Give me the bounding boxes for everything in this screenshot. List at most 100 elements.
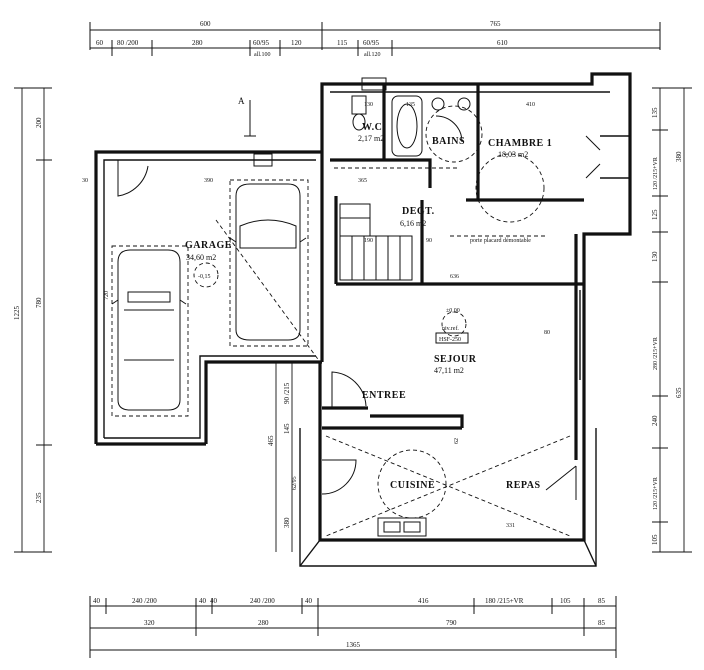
top-dim-765: 765 <box>490 20 501 28</box>
sink-icon-2 <box>457 97 471 111</box>
bottom-dim-180-215vr: 180 /215+VR <box>485 597 524 605</box>
degt-area: 6,16 m2 <box>400 219 426 228</box>
left-dim-145: 145 <box>283 423 291 434</box>
left-dim-380: 380 <box>283 517 291 528</box>
section-mark-label: A <box>238 96 245 106</box>
int-dim-410: 410 <box>526 102 535 108</box>
int-dim-365: 365 <box>358 178 367 184</box>
bottom-dimension-lines: 40 240 /200 40 40 240 /200 40 416 180 /2… <box>89 596 617 658</box>
left-dim-62-95: 62/95 <box>292 476 298 490</box>
chambre-area: 18,03 m2 <box>498 150 528 159</box>
bottom-dim-85b: 85 <box>598 619 606 627</box>
sanitary-fixtures <box>351 95 471 537</box>
top-dim-60: 60 <box>96 39 104 47</box>
right-dim-635: 635 <box>675 387 683 398</box>
bottom-dim-320: 320 <box>144 619 155 627</box>
garage-level: -0,15 <box>198 274 211 280</box>
vent-icon <box>253 153 273 167</box>
int-dim-720: 720 <box>104 291 110 300</box>
garage-label: GARAGE <box>185 240 232 251</box>
sejour-label: SEJOUR <box>434 354 477 365</box>
bottom-dim-40a: 40 <box>93 597 101 605</box>
top-dim-610: 610 <box>497 39 508 47</box>
door-swings <box>117 115 601 500</box>
interior-dimensions: 390 365 636 331 410 130 135 90 720 190 3… <box>82 102 550 529</box>
int-dim-331: 331 <box>506 523 515 529</box>
bathtub-icon <box>391 95 423 157</box>
bottom-dim-85a: 85 <box>598 597 606 605</box>
car-right-icon <box>229 183 307 341</box>
int-dim-80: 80 <box>544 330 550 336</box>
turning-circles <box>193 105 571 537</box>
left-dim-465: 465 <box>267 435 275 446</box>
right-dim-135: 135 <box>651 107 659 118</box>
left-dim-1225: 1225 <box>13 306 21 321</box>
int-dim-390: 390 <box>204 178 213 184</box>
car-left-icon <box>111 249 187 411</box>
room-labels: GARAGE 34,60 m2 -0,15 W.C. 2,17 m2 BAINS… <box>185 122 552 491</box>
bottom-dim-790: 790 <box>446 619 457 627</box>
closet-note: porte placard démontable <box>470 238 531 244</box>
int-dim-62: 62 <box>454 438 460 444</box>
top-dim-all100: all.100 <box>254 52 271 58</box>
int-dim-30: 30 <box>82 178 88 184</box>
int-dim-190: 190 <box>364 238 373 244</box>
right-dim-105: 105 <box>651 534 659 545</box>
right-dim-125: 125 <box>651 209 659 220</box>
wc-label: W.C. <box>362 122 385 133</box>
right-dim-280-215vr: 280 /215+VR <box>653 337 659 370</box>
right-dim-120-215vr: 120 /215+VR <box>653 157 659 190</box>
staircase <box>339 203 413 281</box>
right-dim-120-215vr-b: 120 /215+VR <box>653 477 659 510</box>
chambre-label: CHAMBRE 1 <box>488 138 552 149</box>
left-dim-90-215: 90 /215 <box>283 382 291 404</box>
top-dim-120: 120 <box>291 39 302 47</box>
bottom-dim-1365: 1365 <box>346 641 361 649</box>
bottom-dim-280: 280 <box>258 619 269 627</box>
entree-label: ENTREE <box>362 390 406 401</box>
kitchen-sink-icon <box>377 517 427 537</box>
cuisine-label: CUISINE <box>390 480 435 491</box>
int-dim-90: 90 <box>426 238 432 244</box>
wc-area: 2,17 m2 <box>358 134 384 143</box>
walls <box>94 72 632 567</box>
top-dimension-lines: 600 765 60 80 /200 280 60/95 120 115 60/… <box>89 20 661 58</box>
top-dim-all120: all.120 <box>364 52 381 58</box>
right-dim-130: 130 <box>651 251 659 262</box>
left-dim-235: 235 <box>35 492 43 503</box>
int-dim-130: 130 <box>364 102 373 108</box>
bottom-dim-240-200a: 240 /200 <box>132 597 157 605</box>
bottom-dim-40d: 40 <box>305 597 313 605</box>
garage-cars <box>111 179 309 417</box>
int-dim-636: 636 <box>450 274 459 280</box>
bottom-dim-105: 105 <box>560 597 571 605</box>
garage-area: 34,60 m2 <box>186 253 216 262</box>
top-dim-600: 600 <box>200 20 211 28</box>
top-dim-115: 115 <box>337 39 348 47</box>
left-dim-780: 780 <box>35 297 43 308</box>
sink-icon <box>431 97 445 111</box>
int-dim-135: 135 <box>406 102 415 108</box>
repas-label: REPAS <box>506 480 541 491</box>
left-dim-200: 200 <box>35 117 43 128</box>
right-dimension-lines: 135 120 /215+VR 380 125 130 280 /215+VR … <box>651 87 692 553</box>
top-dim-80-200: 80 /200 <box>117 39 139 47</box>
bains-label: BAINS <box>432 136 465 147</box>
sejour-level-sub: niv.ref. <box>442 325 459 332</box>
right-dim-380: 380 <box>675 151 683 162</box>
bottom-dim-40b: 40 <box>199 597 207 605</box>
sejour-area: 47,11 m2 <box>434 366 464 375</box>
degt-label: DEGT. <box>402 206 435 217</box>
top-dim-280: 280 <box>192 39 203 47</box>
right-dim-240: 240 <box>651 415 659 426</box>
bottom-dim-240-200b: 240 /200 <box>250 597 275 605</box>
sejour-level: ±0,00 <box>446 308 460 314</box>
bottom-dim-40c: 40 <box>210 597 218 605</box>
bottom-dim-416: 416 <box>418 597 429 605</box>
top-dim-60-95: 60/95 <box>253 39 269 47</box>
left-dimension-lines: 1225 200 780 235 465 145 90 /215 380 62/… <box>13 87 298 553</box>
section-mark: A <box>238 77 387 167</box>
sejour-tag: HSF-250 <box>439 337 461 343</box>
chimney-icon <box>361 77 387 91</box>
